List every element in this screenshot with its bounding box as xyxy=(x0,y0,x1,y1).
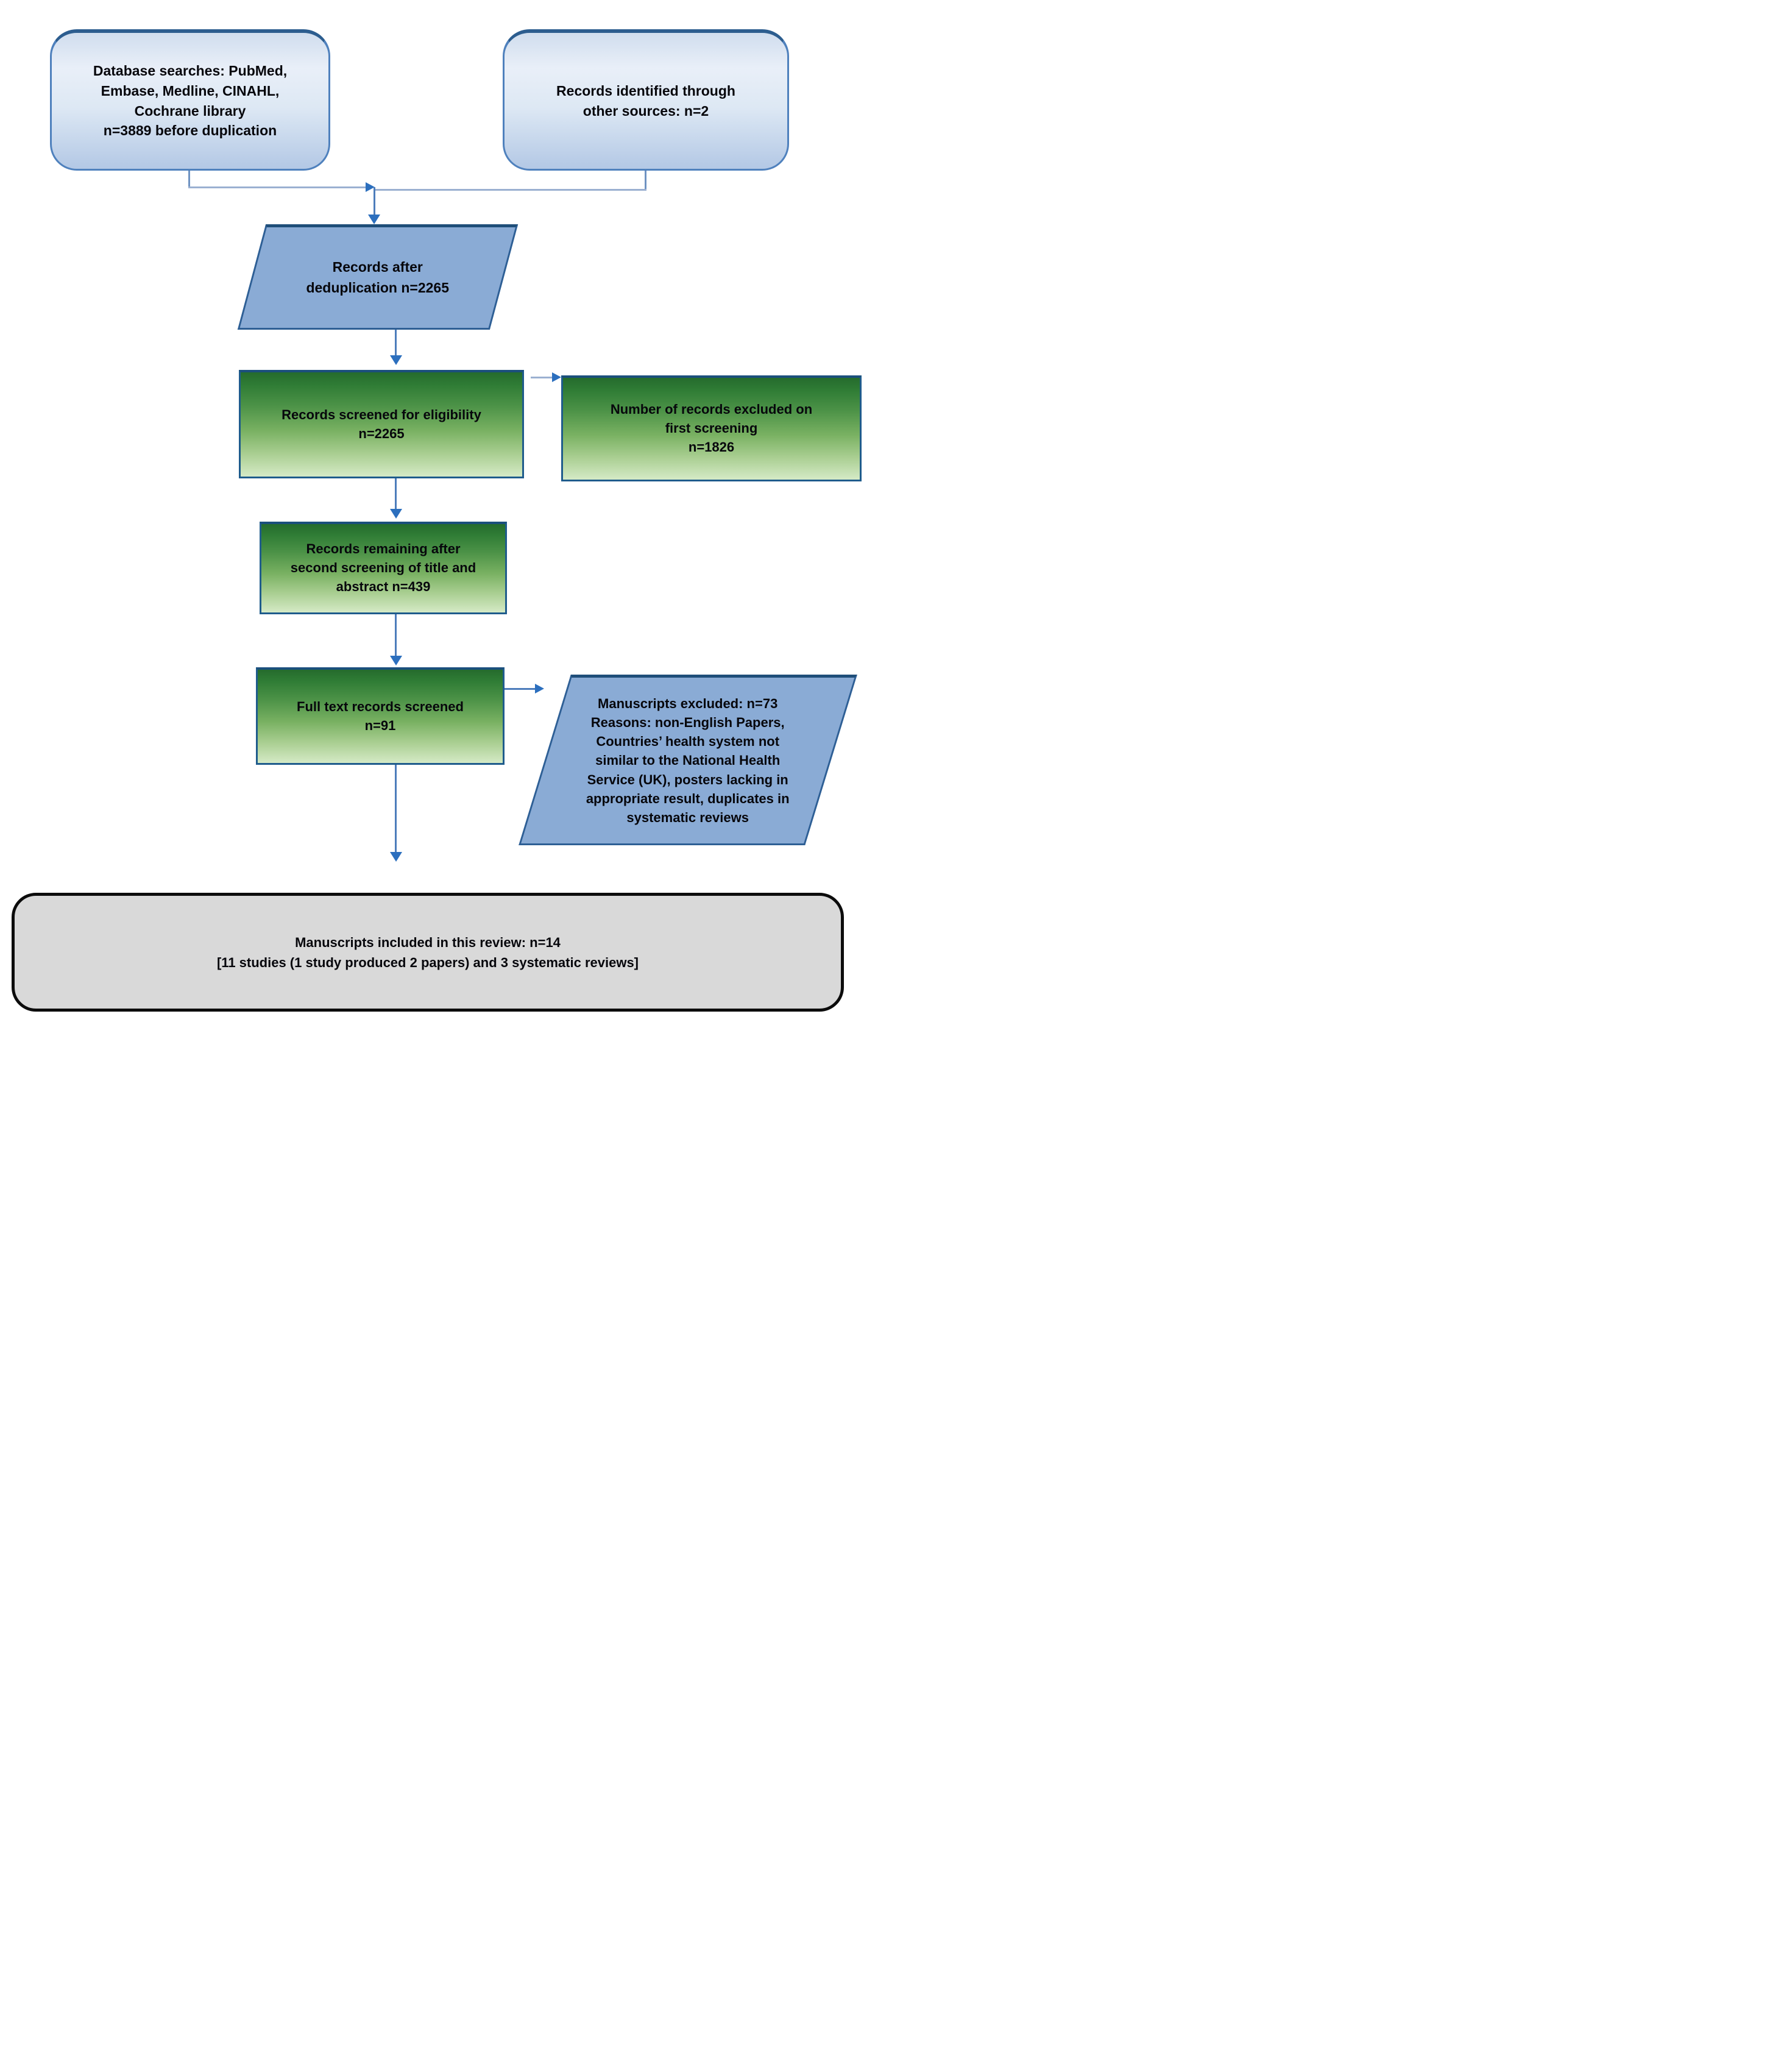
node-text-line: Database searches: PubMed, xyxy=(93,63,288,79)
node-text-line: n=91 xyxy=(364,717,396,733)
flow-node-screened-eligibility: Records screened for eligibility n=2265 xyxy=(239,370,524,478)
flow-node-manuscripts-included: Manuscripts included in this review: n=1… xyxy=(12,893,844,1012)
arrow-screened-to-excluded-head-icon xyxy=(552,372,561,382)
node-text-line: second screening of title and xyxy=(290,560,476,576)
flow-node-other-sources: Records identified through other sources… xyxy=(503,29,789,171)
node-text-line: [11 studies (1 study produced 2 papers) … xyxy=(216,954,639,970)
node-text-line: similar to the National Health xyxy=(595,753,781,768)
arrow-second-to-fulltext-head-icon xyxy=(390,656,402,665)
flow-node-deduplication: Records after deduplication n=2265 xyxy=(237,224,519,330)
node-text-line: Cochrane library xyxy=(134,102,246,119)
node-text-line: systematic reviews xyxy=(626,810,749,826)
node-text-line: Reasons: non-English Papers, xyxy=(590,714,785,730)
prisma-flow-diagram: Database searches: PubMed, Embase, Medli… xyxy=(0,0,896,1030)
arrow-fulltext-to-excluded-head-icon xyxy=(535,684,544,694)
node-text-line: Countries’ health system not xyxy=(596,734,780,750)
arrow-screened-to-second-line xyxy=(395,478,397,509)
arrow-dedup-to-screened-line xyxy=(395,330,397,355)
node-text-line: first screening xyxy=(665,420,758,436)
arrow-second-to-fulltext-line xyxy=(395,614,397,656)
arrowhead-into-dedup-icon xyxy=(368,215,380,224)
node-text-line: appropriate result, duplicates in xyxy=(586,790,790,806)
node-text-line: deduplication n=2265 xyxy=(306,279,449,296)
flow-node-full-text-screened: Full text records screened n=91 xyxy=(256,667,505,765)
merge-arrowhead-right-icon xyxy=(366,182,375,192)
connector-merge-vertical xyxy=(374,187,375,215)
flow-node-excluded-first-screening: Number of records excluded on first scre… xyxy=(561,375,862,481)
flow-node-second-screening: Records remaining after second screening… xyxy=(260,522,507,614)
node-text-line: Embase, Medline, CINAHL, xyxy=(101,82,280,99)
node-text-line: Records after xyxy=(332,259,423,275)
node-text-line: Number of records excluded on xyxy=(610,402,813,417)
connector-left-stub xyxy=(188,171,190,188)
arrow-fulltext-to-included-line xyxy=(395,765,397,852)
node-text-line: Records remaining after xyxy=(306,541,461,557)
node-text-line: Records screened for eligibility xyxy=(282,406,481,422)
node-text-line: Manuscripts excluded: n=73 xyxy=(598,695,778,711)
arrow-screened-to-excluded-line xyxy=(531,377,553,378)
arrow-screened-to-second-head-icon xyxy=(390,509,402,519)
arrow-dedup-to-screened-head-icon xyxy=(390,355,402,365)
node-text-line: Records identified through xyxy=(556,82,735,99)
node-text-line: n=2265 xyxy=(358,425,405,441)
node-text-line: n=1826 xyxy=(688,439,735,455)
connector-right-stub xyxy=(645,171,646,191)
arrow-fulltext-to-excluded-line xyxy=(505,688,536,690)
node-text-line: other sources: n=2 xyxy=(583,102,709,119)
connector-left-horizontal xyxy=(188,186,366,188)
node-text-line: Manuscripts included in this review: n=1… xyxy=(295,934,561,950)
flow-node-manuscripts-excluded: Manuscripts excluded: n=73 Reasons: non-… xyxy=(519,675,857,845)
node-text-line: Full text records screened xyxy=(297,698,464,714)
node-text-line: Service (UK), posters lacking in xyxy=(587,772,788,787)
arrow-fulltext-to-included-head-icon xyxy=(390,852,402,862)
connector-right-horizontal xyxy=(375,189,646,191)
node-text-line: n=3889 before duplication xyxy=(103,122,277,139)
flow-node-database-searches: Database searches: PubMed, Embase, Medli… xyxy=(50,29,330,171)
node-text-line: abstract n=439 xyxy=(336,578,431,594)
